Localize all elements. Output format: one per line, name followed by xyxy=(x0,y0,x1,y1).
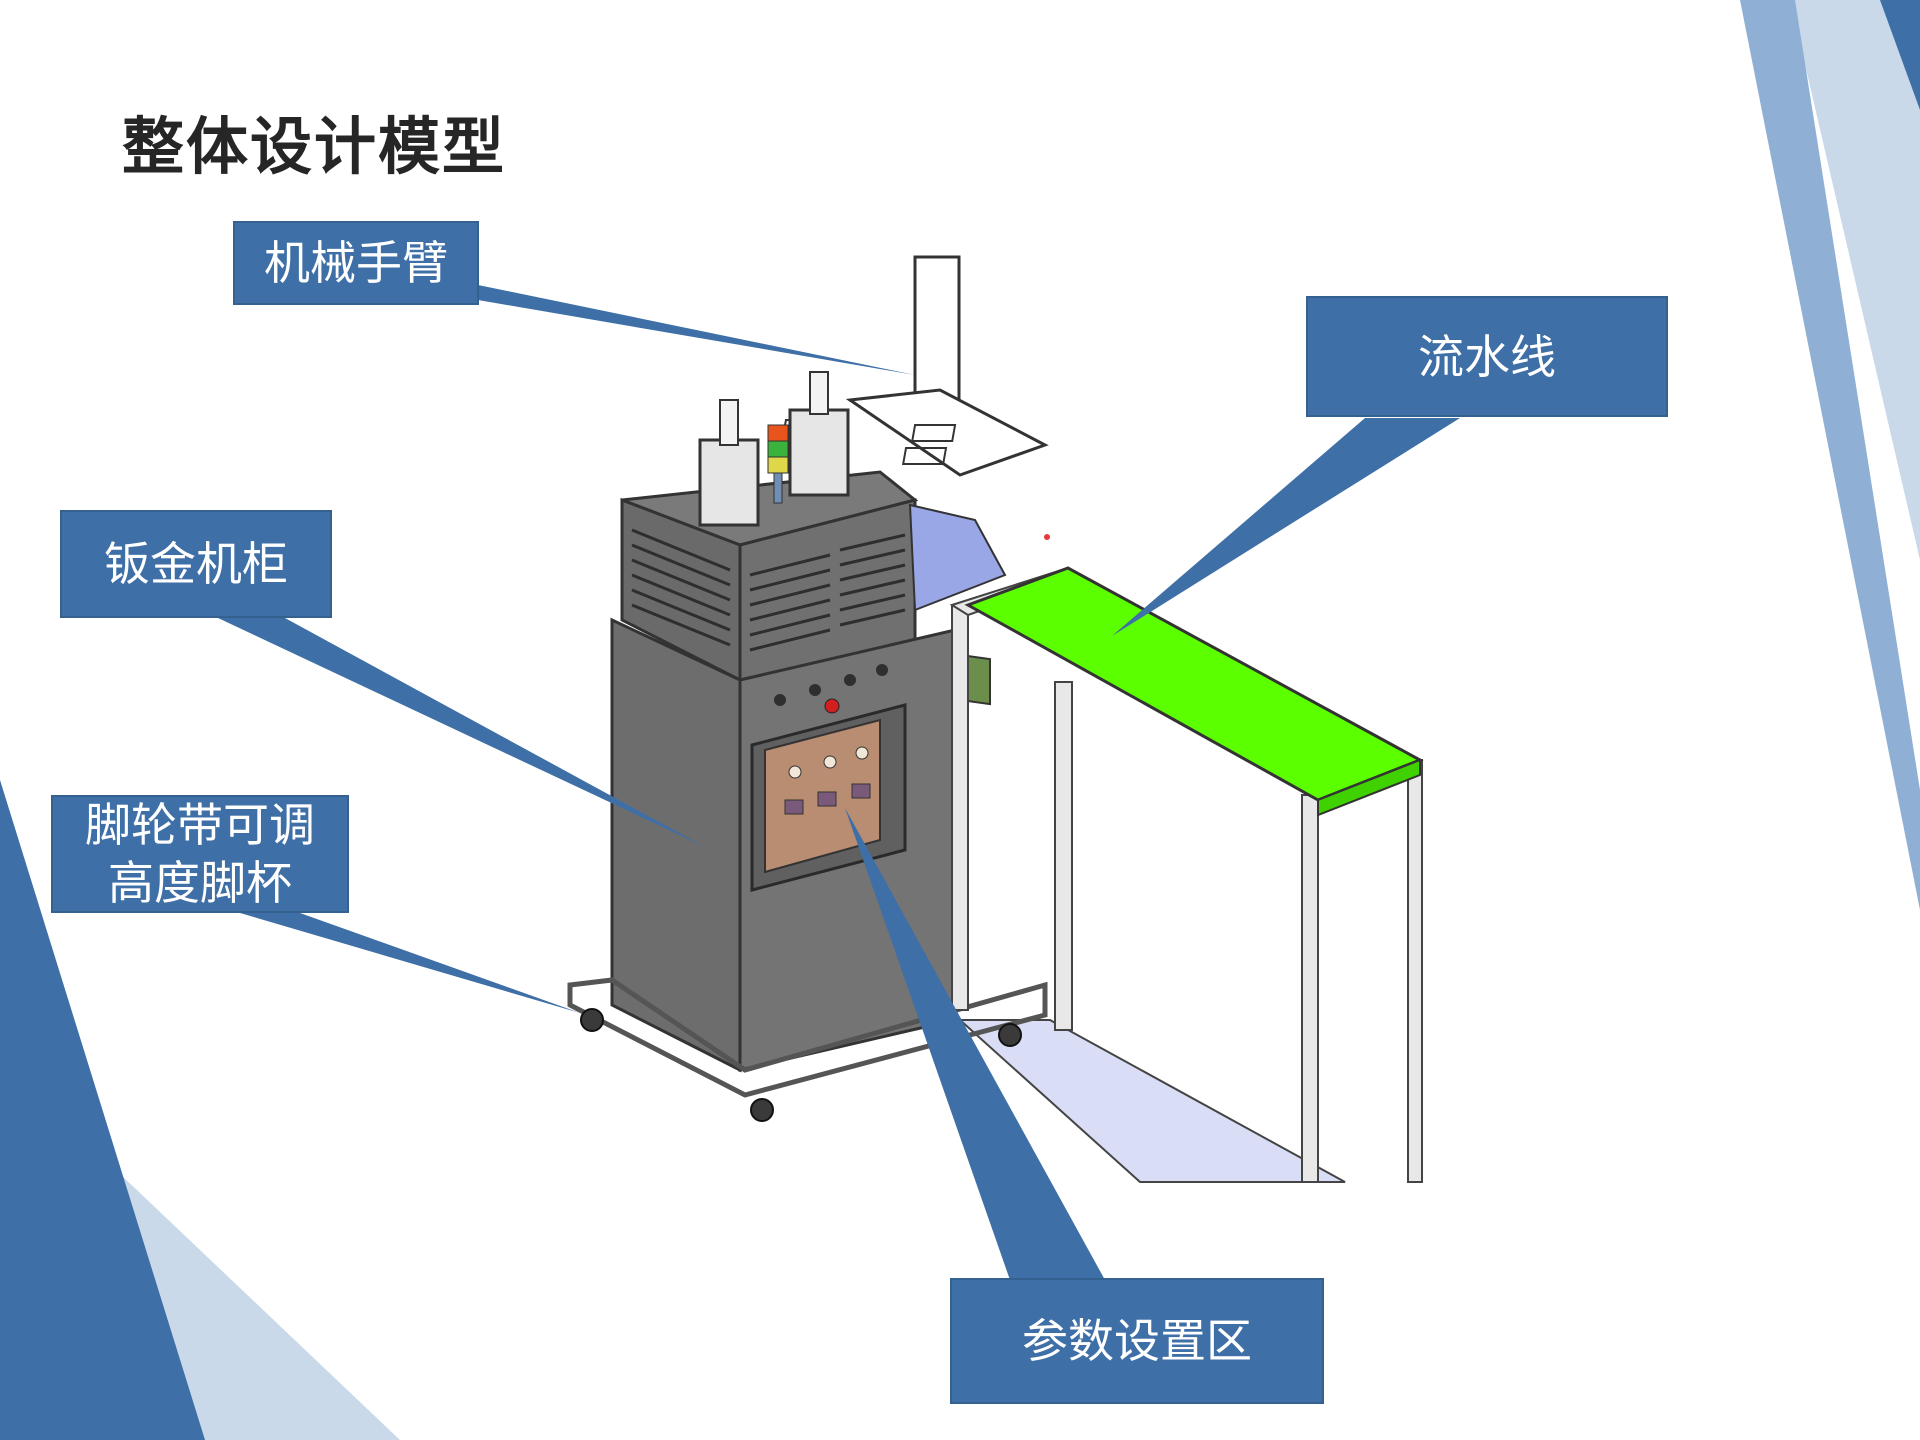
leader-arm xyxy=(478,285,915,375)
leader-line xyxy=(1112,418,1460,636)
panel-button xyxy=(774,694,786,706)
conveyor-belt xyxy=(964,566,1424,802)
cylinder-left xyxy=(698,438,760,527)
caster-wheel xyxy=(750,1098,774,1122)
arm-plate-slot xyxy=(911,424,957,442)
caster-wheel xyxy=(998,1023,1022,1047)
page-title: 整体设计模型 xyxy=(122,110,507,183)
tower-light-red xyxy=(767,424,789,442)
cabinet-side xyxy=(610,617,742,1073)
panel-button-red xyxy=(824,698,840,714)
callout-arm: 机械手臂 xyxy=(233,221,479,305)
right-stripe-light xyxy=(1790,0,1920,560)
callout-caster-label: 脚轮带可调高度脚杯 xyxy=(85,798,315,910)
arm-plate xyxy=(845,388,1049,477)
conveyor-frame xyxy=(949,566,1423,1183)
panel-knob xyxy=(788,765,802,779)
arm-plate-slot xyxy=(902,447,948,465)
caster-wheel xyxy=(580,1008,604,1032)
callout-line: 流水线 xyxy=(1306,296,1668,417)
tower-light-yellow xyxy=(767,456,789,474)
cylinder-left-rod xyxy=(719,399,739,446)
panel-knob xyxy=(823,755,837,769)
marker-dot xyxy=(1044,534,1050,540)
panel-button xyxy=(809,684,821,696)
callout-arm-label: 机械手臂 xyxy=(264,236,448,290)
cylinder-right xyxy=(788,408,850,497)
panel-meter xyxy=(784,799,804,815)
right-stripe-dark xyxy=(1880,0,1920,110)
panel-meter xyxy=(851,783,871,799)
callout-cabinet: 钣金机柜 xyxy=(60,510,332,618)
leader-cabinet xyxy=(218,618,705,847)
callout-panel-label: 参数设置区 xyxy=(1022,1314,1252,1368)
leader-panel xyxy=(845,808,1105,1280)
panel-knob xyxy=(855,746,869,760)
tower-light-pole xyxy=(773,472,783,504)
callout-line-label: 流水线 xyxy=(1418,329,1556,384)
conveyor-belt-edge xyxy=(1317,758,1421,817)
vent-grille xyxy=(631,528,906,652)
fixture-base xyxy=(908,503,1007,612)
callout-panel: 参数设置区 xyxy=(950,1278,1324,1404)
panel-button xyxy=(876,664,888,676)
cylinder-right-rod xyxy=(809,371,829,415)
leader-caster xyxy=(240,913,580,1013)
left-triangle-dark xyxy=(0,780,205,1440)
tower-light-green xyxy=(767,440,789,458)
callout-cabinet-label: 钣金机柜 xyxy=(104,537,288,591)
callout-caster: 脚轮带可调高度脚杯 xyxy=(51,795,349,913)
panel-meter xyxy=(817,791,837,807)
right-stripe-mid xyxy=(1740,0,1920,910)
panel-button xyxy=(844,674,856,686)
